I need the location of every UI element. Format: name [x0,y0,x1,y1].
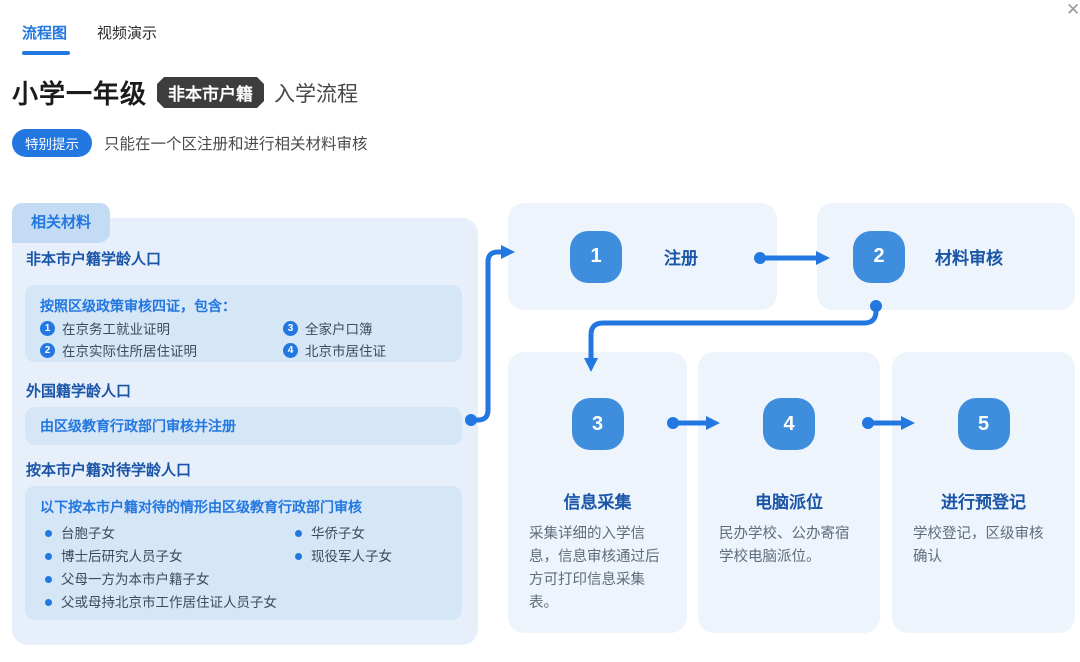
step-3-number-icon: 3 [571,398,624,450]
step-4-label: 电脑派位 [755,493,823,512]
bullet-icon [45,576,52,583]
number-2-icon: 2 [40,342,55,358]
list-item-label: 全家户口簿 [305,322,373,337]
materials-panel-tab: 相关材料 [12,203,110,243]
tip-text: 只能在一个区注册和进行相关材料审核 [104,136,368,153]
list-item-label: 博士后研究人员子女 [61,549,183,564]
list-item: 父母一方为本市户籍子女 [45,568,277,591]
section-heading-non-local: 非本市户籍学龄人口 [26,251,162,268]
flow-step-1-register: 1 注册 [508,203,777,310]
flow-step-5-pre-registration: 5 进行预登记 学校登记，区级审核确认 [892,352,1075,633]
step-2-number-icon: 2 [853,230,905,283]
treated-as-local-box: 以下按本市户籍对待的情形由区级教育行政部门审核 台胞子女 博士后研究人员子女 父… [25,486,462,620]
bullet-column-left: 台胞子女 博士后研究人员子女 父母一方为本市户籍子女 父或母持北京市工作居住证人… [45,522,277,614]
tip-badge: 特别提示 [12,129,92,157]
section-heading-foreign: 外国籍学龄人口 [26,383,132,400]
tab-active-underline [22,51,70,55]
list-item-label: 父或母持北京市工作居住证人员子女 [61,595,277,610]
tab-video-demo[interactable]: 视频演示 [97,25,158,42]
list-item: 3 全家户口簿 [283,318,373,338]
list-item: 1 在京务工就业证明 [40,318,170,338]
number-1-icon: 1 [40,320,55,336]
step-5-label: 进行预登记 [941,493,1026,512]
flow-step-2-material-review: 2 材料审核 [817,203,1075,310]
four-certificates-title: 按照区级政策审核四证，包含： [40,298,236,314]
close-icon[interactable]: ✕ [1066,0,1080,19]
step-4-description: 民办学校、公办寄宿学校电脑派位。 [719,526,850,565]
step-3-label: 信息采集 [563,493,632,512]
title-grade: 小学一年级 [12,79,148,109]
list-item: 现役军人子女 [295,545,392,568]
step-5-number-icon: 5 [957,398,1010,450]
tab-flowchart[interactable]: 流程图 [22,25,68,42]
bullet-icon [295,530,302,537]
step-5-description: 学校登记，区级审核确认 [913,526,1044,565]
four-certificates-box: 按照区级政策审核四证，包含： 1 在京务工就业证明 2 在京实际住所居住证明 3… [25,285,462,362]
page-title: 小学一年级 非本市户籍 入学流程 [12,74,358,111]
bullet-icon [295,553,302,560]
list-item: 父或母持北京市工作居住证人员子女 [45,591,277,614]
bullet-icon [45,530,52,537]
special-tip: 特别提示 只能在一个区注册和进行相关材料审核 [12,129,368,157]
number-4-icon: 4 [283,342,298,358]
household-type-badge: 非本市户籍 [157,77,264,108]
list-item: 台胞子女 [45,522,277,545]
step-2-label: 材料审核 [935,249,1003,268]
section-heading-treated-as-local: 按本市户籍对待学龄人口 [26,462,192,479]
list-item: 博士后研究人员子女 [45,545,277,568]
materials-panel: 非本市户籍学龄人口 按照区级政策审核四证，包含： 1 在京务工就业证明 2 在京… [12,218,478,645]
list-item-label: 台胞子女 [61,526,115,541]
list-item-label: 在京实际住所居住证明 [62,344,197,359]
list-item: 4 北京市居住证 [283,340,386,360]
step-1-number-icon: 1 [570,230,622,283]
flow-step-3-info-collection: 3 信息采集 采集详细的入学信息，信息审核通过后方可打印信息采集表。 [508,352,687,633]
foreign-review-text: 由区级教育行政部门审核并注册 [40,418,236,434]
foreign-review-box: 由区级教育行政部门审核并注册 [25,407,462,445]
bullet-icon [45,553,52,560]
bullet-icon [45,599,52,606]
list-item: 华侨子女 [295,522,392,545]
list-item-label: 北京市居住证 [305,344,386,359]
step-3-description: 采集详细的入学信息，信息审核通过后方可打印信息采集表。 [529,526,660,611]
title-suffix: 入学流程 [274,82,359,106]
bullet-column-right: 华侨子女 现役军人子女 [295,522,392,568]
step-1-label: 注册 [664,249,698,268]
treated-as-local-title: 以下按本市户籍对待的情形由区级教育行政部门审核 [40,499,362,515]
list-item-label: 现役军人子女 [311,549,392,564]
number-3-icon: 3 [283,320,298,336]
list-item-label: 父母一方为本市户籍子女 [61,572,210,587]
step-4-number-icon: 4 [763,398,815,450]
list-item: 2 在京实际住所居住证明 [40,340,197,360]
list-item-label: 华侨子女 [311,526,365,541]
list-item-label: 在京务工就业证明 [62,322,170,337]
flow-step-4-computer-allocation: 4 电脑派位 民办学校、公办寄宿学校电脑派位。 [698,352,880,633]
